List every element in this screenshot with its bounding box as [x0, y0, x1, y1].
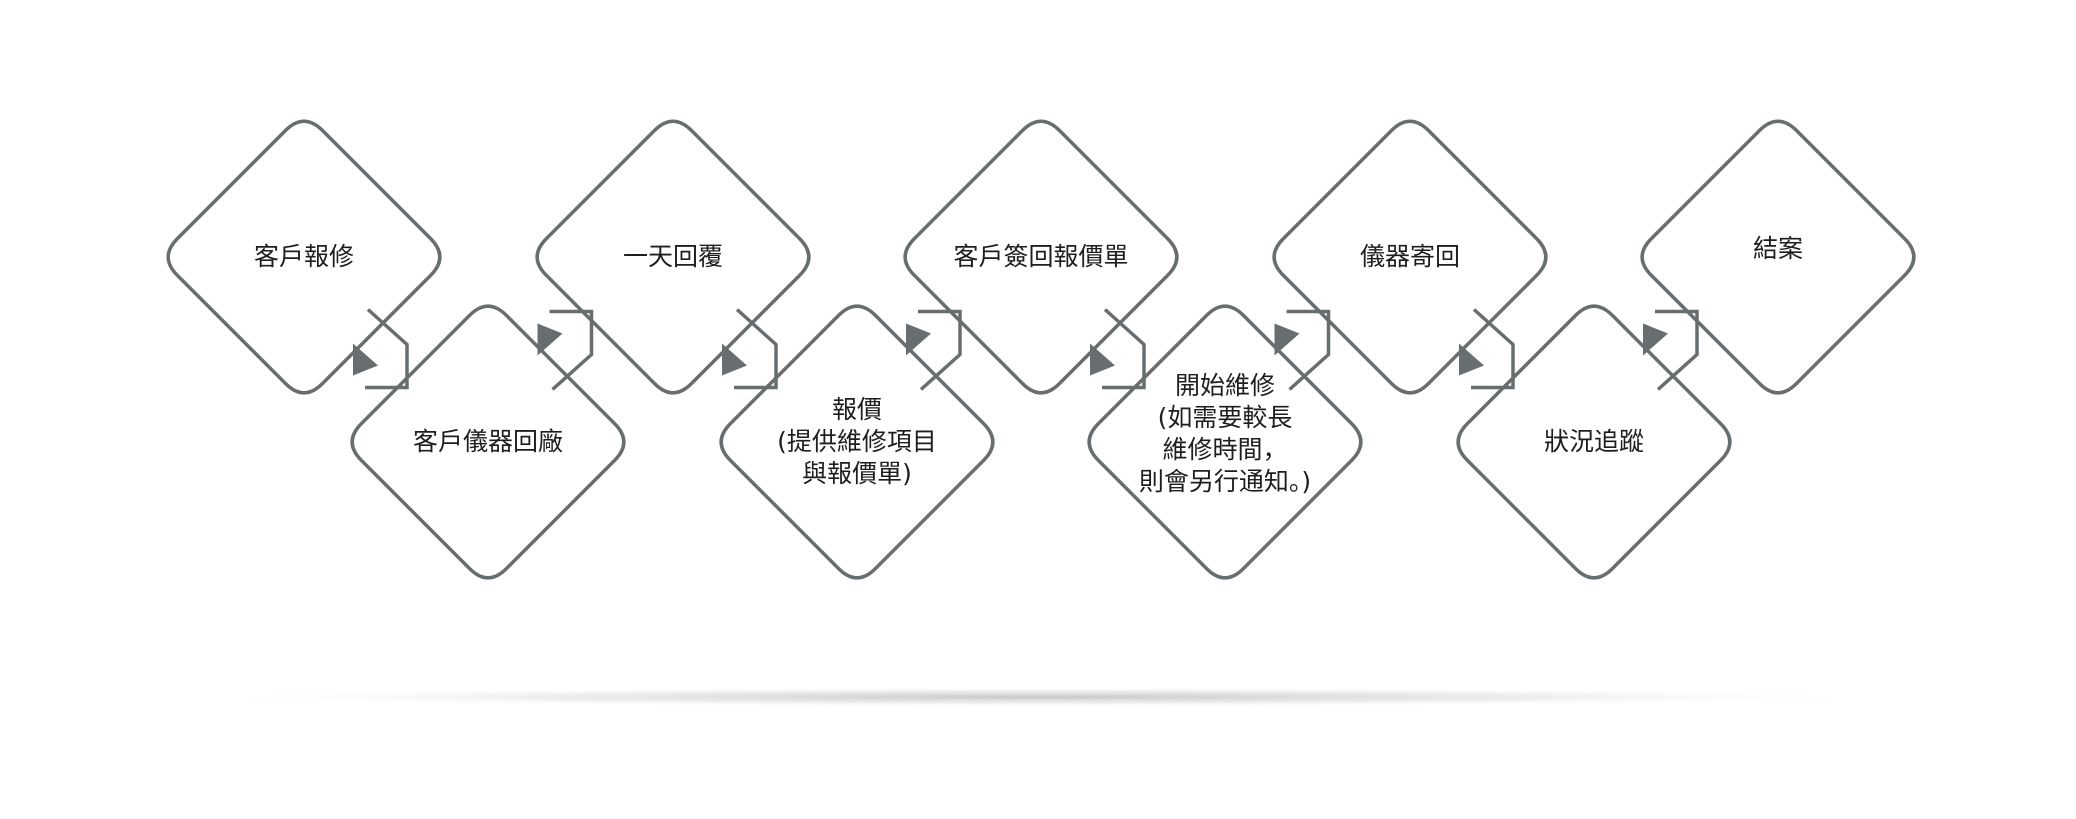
connector-arrow-8-9	[1655, 309, 1699, 391]
step-4-line-1: 報價	[831, 395, 883, 424]
connector-arrowhead-1-2	[353, 343, 378, 376]
connector-arrowhead-4-5	[906, 323, 931, 356]
step-6-diamond	[1087, 304, 1363, 580]
step-1-diamond	[166, 119, 442, 395]
connector-arrowhead-3-4	[722, 343, 747, 376]
step-6-line-3: 維修時間，	[1162, 435, 1288, 464]
step-4-line-3: 與報價單)	[802, 459, 912, 488]
connector-arrow-7-8	[1471, 308, 1515, 390]
step-7-label: 儀器寄回	[1360, 241, 1460, 273]
step-7-diamond	[1272, 119, 1548, 395]
step-8-diamond	[1456, 304, 1732, 580]
connector-arrowhead-6-7	[1274, 323, 1300, 356]
step-9-label: 結案	[1753, 233, 1803, 265]
step-5-line-1: 客戶簽回報價單	[953, 242, 1129, 271]
connector-arrowhead-5-6	[1090, 343, 1115, 376]
connector-arrowhead-8-9	[1643, 323, 1668, 356]
connector-arrowhead-7-8	[1459, 343, 1484, 376]
step-7-line-1: 儀器寄回	[1359, 242, 1461, 271]
connector-arrow-2-3	[549, 309, 594, 391]
step-9-line-1: 結案	[1752, 234, 1804, 263]
step-6-label: 開始維修 (如需要較長維修時間， 則會另行通知。)	[1139, 370, 1311, 498]
step-3-label: 一天回覆	[623, 241, 723, 273]
step-6-line-2: (如需要較長	[1157, 403, 1293, 432]
step-5-diamond	[903, 119, 1179, 395]
step-2-line-1: 客戶儀器回廠	[412, 427, 564, 456]
connector-arrow-6-7	[1286, 309, 1331, 391]
step-9-diamond	[1640, 119, 1916, 395]
step-8-line-1: 狀況追蹤	[1543, 427, 1645, 456]
step-4-diamond	[719, 304, 995, 580]
connector-arrow-4-5	[918, 309, 962, 391]
step-3-line-1: 一天回覆	[622, 242, 724, 271]
step-2-label: 客戶儀器回廠	[413, 426, 563, 458]
step-6-line-1: 開始維修	[1174, 371, 1276, 400]
step-4-label: 報價 (提供維修項目與報價單)	[777, 394, 937, 490]
floor-shadow	[190, 687, 1890, 707]
step-4-line-2: (提供維修項目	[777, 427, 937, 456]
connector-arrow-1-2	[365, 308, 409, 390]
connector-arrowhead-2-3	[537, 323, 563, 356]
step-2-diamond	[350, 304, 626, 580]
connector-arrow-5-6	[1102, 308, 1146, 390]
step-5-label: 客戶簽回報價單	[953, 241, 1128, 273]
step-1-label: 客戶報修	[254, 241, 354, 273]
connector-arrow-3-4	[734, 308, 778, 390]
step-8-label: 狀況追蹤	[1544, 426, 1644, 458]
step-1-line-1: 客戶報修	[253, 242, 355, 271]
step-6-line-4: 則會另行通知。)	[1138, 467, 1312, 496]
step-3-diamond	[535, 119, 811, 395]
